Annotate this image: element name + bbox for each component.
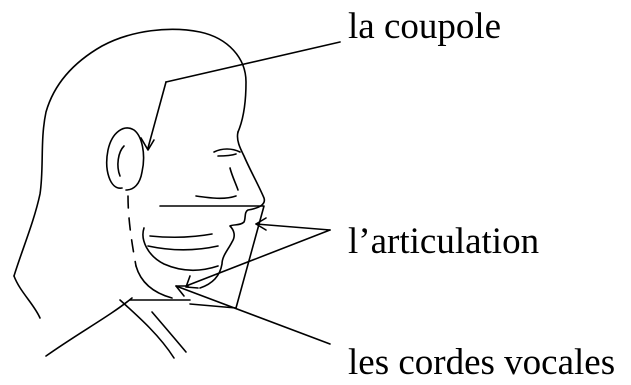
pointer-articulation-line-2 <box>186 230 330 286</box>
pointer-coupole-line-2 <box>148 82 166 148</box>
cheek-line <box>196 196 236 198</box>
ear <box>107 128 144 190</box>
head-outline <box>14 29 246 276</box>
pointer-coupole-line-1 <box>166 42 340 82</box>
label-cordes-vocales: les cordes vocales <box>348 344 615 381</box>
lip-line <box>148 234 218 250</box>
neck-dashed-line <box>128 196 136 266</box>
articulation-box <box>160 206 264 308</box>
eye <box>214 149 240 156</box>
larynx-line <box>152 312 186 352</box>
neck-back <box>14 276 40 318</box>
ear-inner <box>118 146 124 176</box>
label-coupole: la coupole <box>348 8 501 45</box>
pointer-articulation-line-1 <box>256 224 330 230</box>
nose-crease <box>230 168 238 190</box>
neck-front <box>136 266 172 298</box>
pointer-cordes-line <box>176 286 330 344</box>
shoulder-line <box>46 298 132 356</box>
label-articulation: l’articulation <box>348 223 539 260</box>
